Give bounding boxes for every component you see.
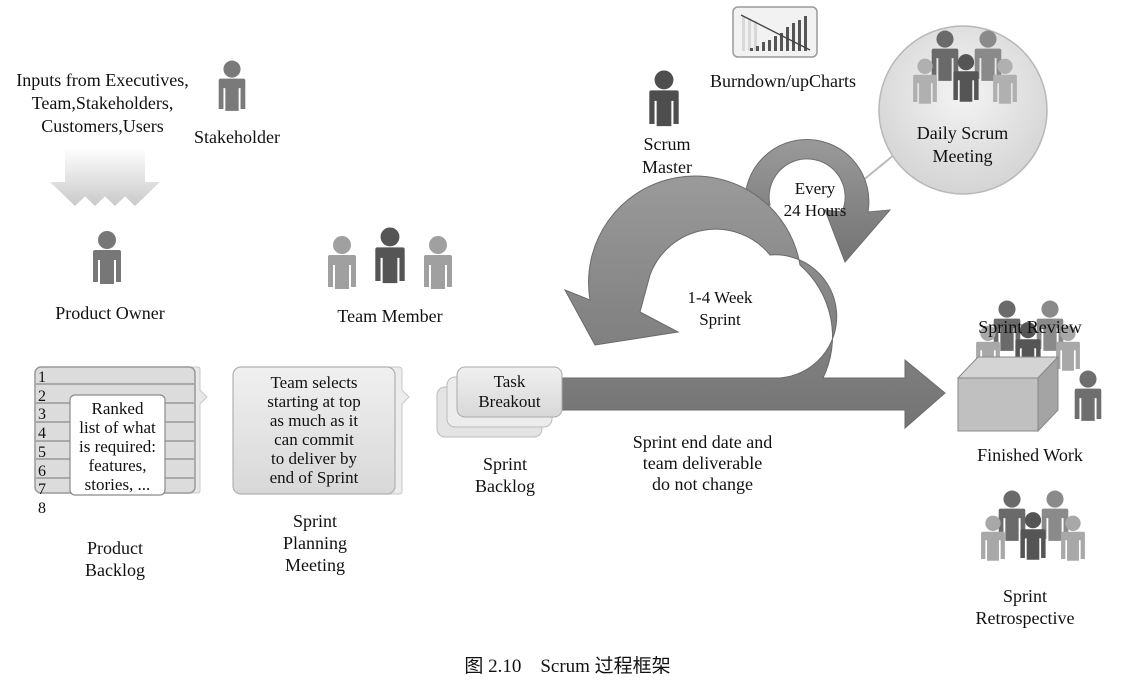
team-member-label: Team Member [337, 306, 443, 326]
burndown-chart-icon [732, 6, 818, 58]
product-backlog-label: Product Backlog [85, 538, 145, 580]
backlog-row: 1 [38, 369, 46, 386]
inputs-text: Inputs from Executives, Team,Stakeholder… [16, 70, 189, 136]
daily-cycle-label: Every 24 Hours [783, 179, 847, 220]
backlog-row: 8 [38, 499, 46, 517]
backlog-row-numbers: 1 2 3 4 5 6 7 8 [38, 369, 58, 519]
finished-work-box-icon [956, 355, 1060, 433]
sprint-cycle-arrow-icon [544, 175, 946, 430]
sprint-retrospective-group-icon [981, 490, 1085, 561]
daily-cycle-arrow-icon [744, 139, 892, 263]
sprint-planning-note: Team selects starting at top as much as … [267, 373, 361, 487]
sprint-backlog-label: Sprint Backlog [475, 454, 535, 496]
stakeholder-label: Stakeholder [194, 127, 280, 147]
sprint-backlog-cards [436, 366, 563, 438]
daily-scrum-circle [878, 25, 1048, 195]
sprint-retrospective-label: Sprint Retrospective [975, 586, 1075, 628]
input-arrows-icon [50, 148, 160, 206]
backlog-row: 6 [38, 462, 46, 480]
backlog-row: 4 [38, 425, 46, 443]
finished-work-label: Finished Work [977, 445, 1083, 465]
burndown-label: Burndown/upCharts [710, 71, 856, 91]
product-backlog-note: Ranked list of what is required: feature… [79, 399, 156, 494]
backlog-row: 2 [38, 387, 46, 405]
team-member-icon [328, 227, 452, 289]
stakeholder-icon [218, 60, 246, 111]
sprint-planning-panel [232, 366, 410, 495]
product-owner-label: Product Owner [55, 303, 165, 323]
sprint-planning-label: Sprint Planning Meeting [282, 511, 347, 575]
scrum-master-icon [649, 70, 679, 127]
sprint-review-label: Sprint Review [978, 317, 1082, 337]
sprint-cycle-label: 1-4 Week Sprint [687, 288, 753, 329]
backlog-row: 3 [38, 406, 46, 424]
sprint-rule-text: Sprint end date and team deliverable do … [632, 432, 773, 494]
backlog-row: 5 [38, 443, 46, 461]
product-backlog-panel [34, 366, 208, 496]
figure-caption: 图 2.10 Scrum 过程框架 [464, 656, 671, 677]
daily-scrum-label: Daily Scrum Meeting [916, 123, 1009, 166]
backlog-row: 7 [38, 481, 46, 499]
finished-work-person-icon [1074, 370, 1102, 421]
product-owner-icon [93, 231, 121, 284]
task-breakout-card: Task Breakout [478, 372, 541, 411]
scrum-master-label: Scrum Master [642, 134, 692, 177]
